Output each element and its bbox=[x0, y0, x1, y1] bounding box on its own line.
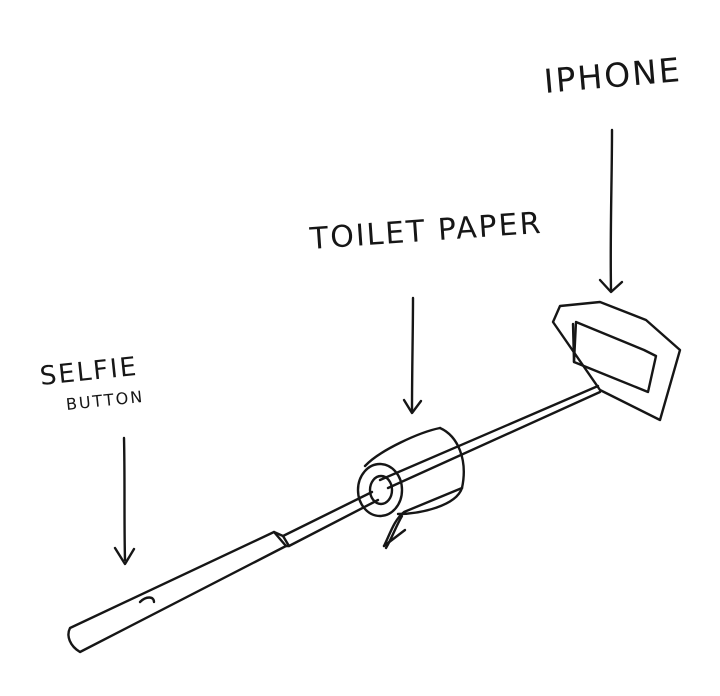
stick-rod bbox=[378, 384, 602, 490]
iphone-arrow bbox=[598, 128, 624, 294]
stick-handle bbox=[67, 530, 291, 654]
iphone-drawing bbox=[551, 300, 682, 422]
toilet-paper-roll-drawing bbox=[356, 426, 465, 550]
selfie-button-arrow bbox=[113, 436, 136, 566]
selfie-button-drawing bbox=[138, 596, 156, 604]
toilet-paper-arrow bbox=[402, 296, 423, 415]
roll-rod bbox=[281, 490, 380, 548]
